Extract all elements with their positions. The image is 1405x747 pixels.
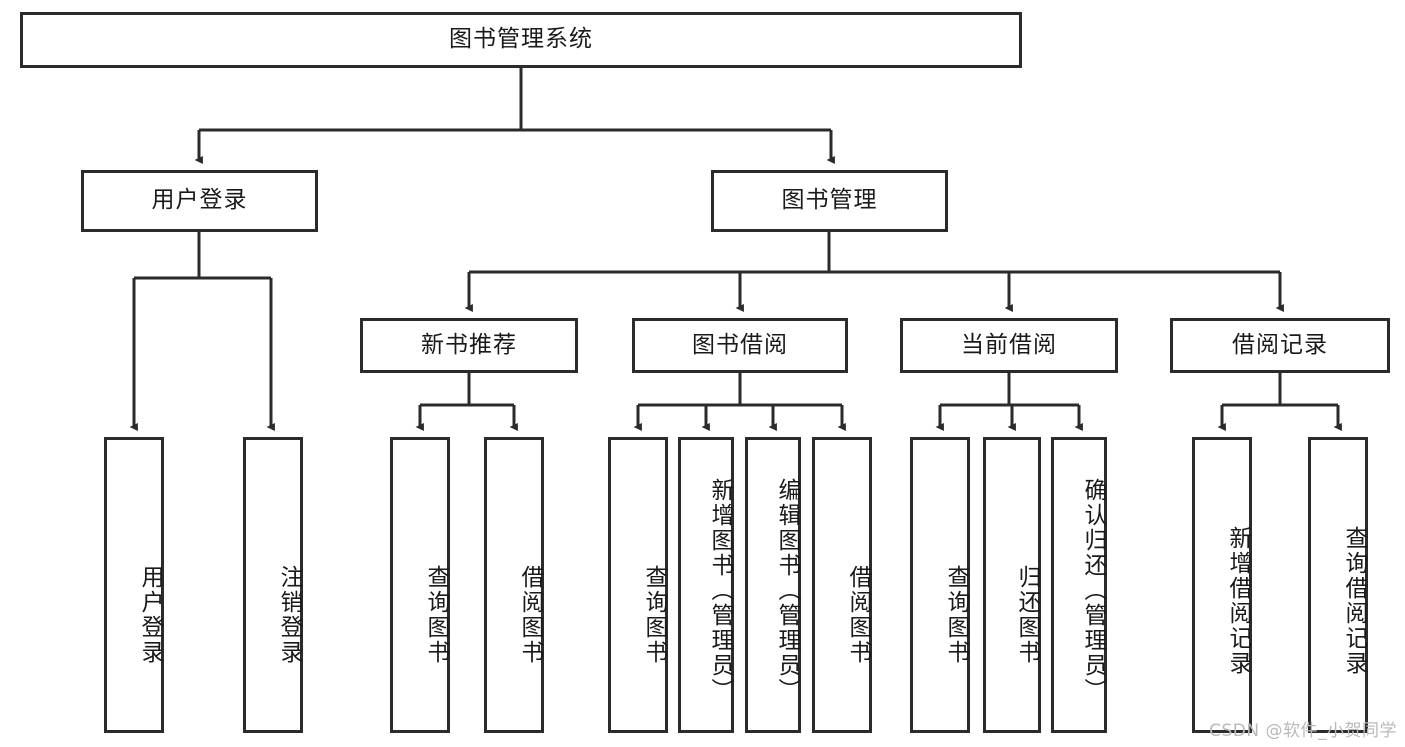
node-leaf-edit-book-label: 编辑图书（管理员） bbox=[774, 477, 800, 703]
node-new-book-recommend[interactable]: 新书推荐 bbox=[360, 318, 578, 373]
node-leaf-return-book-label: 归还图书 bbox=[1014, 565, 1040, 665]
node-book-manage-label: 图书管理 bbox=[781, 187, 878, 214]
node-leaf-borrow-book-2[interactable]: 借阅图书 bbox=[812, 437, 872, 733]
node-leaf-query-book-3-label: 查询图书 bbox=[943, 565, 969, 665]
node-leaf-query-book-1[interactable]: 查询图书 bbox=[390, 437, 450, 733]
node-leaf-borrow-book-1[interactable]: 借阅图书 bbox=[484, 437, 544, 733]
node-leaf-add-record-label: 新增借阅记录 bbox=[1225, 526, 1251, 676]
node-leaf-return-book[interactable]: 归还图书 bbox=[983, 437, 1041, 733]
node-leaf-user-login-label: 用户登录 bbox=[137, 565, 163, 665]
node-leaf-user-login[interactable]: 用户登录 bbox=[104, 437, 164, 733]
node-leaf-logout[interactable]: 注销登录 bbox=[243, 437, 303, 733]
node-leaf-query-book-2-label: 查询图书 bbox=[641, 565, 667, 665]
node-leaf-add-book-label: 新增图书（管理员） bbox=[707, 477, 733, 703]
node-leaf-borrow-book-2-label: 借阅图书 bbox=[845, 565, 871, 665]
node-root-label: 图书管理系统 bbox=[449, 26, 593, 53]
node-book-borrow-label: 图书借阅 bbox=[692, 331, 788, 358]
node-leaf-query-book-3[interactable]: 查询图书 bbox=[910, 437, 970, 733]
node-leaf-query-book-2[interactable]: 查询图书 bbox=[608, 437, 668, 733]
node-leaf-query-record-label: 查询借阅记录 bbox=[1341, 526, 1367, 676]
node-leaf-query-record[interactable]: 查询借阅记录 bbox=[1308, 437, 1368, 733]
node-user-login[interactable]: 用户登录 bbox=[81, 170, 318, 232]
node-leaf-edit-book[interactable]: 编辑图书（管理员） bbox=[745, 437, 801, 733]
node-new-book-recommend-label: 新书推荐 bbox=[421, 331, 517, 358]
node-book-manage[interactable]: 图书管理 bbox=[711, 170, 948, 232]
node-user-login-label: 用户登录 bbox=[151, 187, 248, 214]
node-leaf-confirm-return[interactable]: 确认归还（管理员） bbox=[1051, 437, 1107, 733]
node-leaf-logout-label: 注销登录 bbox=[276, 565, 302, 665]
node-root[interactable]: 图书管理系统 bbox=[20, 12, 1022, 68]
node-leaf-add-book[interactable]: 新增图书（管理员） bbox=[678, 437, 734, 733]
node-leaf-query-book-1-label: 查询图书 bbox=[423, 565, 449, 665]
node-leaf-add-record[interactable]: 新增借阅记录 bbox=[1192, 437, 1252, 733]
node-leaf-borrow-book-1-label: 借阅图书 bbox=[517, 565, 543, 665]
node-borrow-record-label: 借阅记录 bbox=[1232, 331, 1328, 358]
node-current-borrow-label: 当前借阅 bbox=[961, 331, 1057, 358]
node-current-borrow[interactable]: 当前借阅 bbox=[900, 318, 1118, 373]
node-borrow-record[interactable]: 借阅记录 bbox=[1170, 318, 1390, 373]
node-leaf-confirm-return-label: 确认归还（管理员） bbox=[1080, 477, 1106, 703]
node-book-borrow[interactable]: 图书借阅 bbox=[632, 318, 848, 373]
